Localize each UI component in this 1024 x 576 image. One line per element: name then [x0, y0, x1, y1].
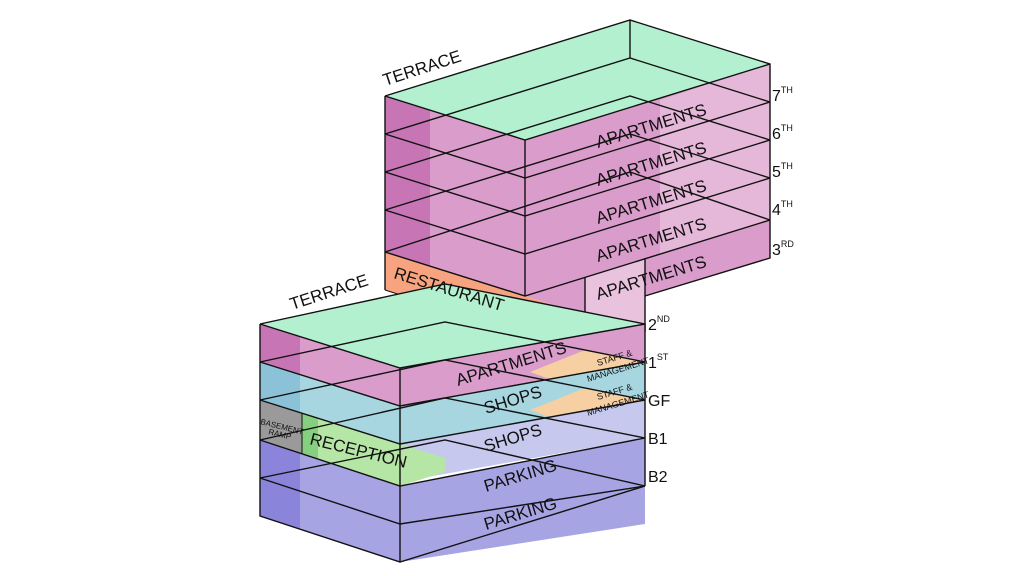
shops-b1-side [400, 400, 645, 482]
floor-label-7: 7TH [772, 85, 793, 105]
floor-label-2: 2ND [648, 314, 670, 334]
reception-zone [302, 413, 445, 486]
upper-terrace-roof [385, 20, 770, 140]
floor-label-4: 4TH [772, 199, 793, 219]
floor-label-6: 6TH [772, 123, 793, 143]
reception-dark [302, 413, 318, 460]
floor-label-3: 3RD [772, 239, 794, 259]
shops-gf-side [400, 362, 645, 444]
floor-label-b1: B1 [648, 431, 668, 448]
floor-label-b2: B2 [648, 469, 668, 486]
lower-apartments-shade [260, 324, 300, 375]
basement-ramp-zone [260, 400, 302, 454]
shops-gf-shade [260, 362, 300, 413]
upper-front-shade [385, 96, 430, 266]
parking-b1-shade [260, 440, 300, 491]
second-floor-light [585, 258, 645, 332]
floor-labels: 7TH 6TH 5TH 4TH 3RD 2ND 1ST GF B1 B2 [648, 85, 794, 486]
lower-block [259, 283, 646, 563]
lower-apartments-side [400, 324, 645, 406]
parking-b2-shade [260, 478, 300, 529]
floor-label-5: 5TH [772, 161, 793, 181]
floor-label-gf: GF [648, 393, 670, 410]
parking-b1-side [400, 438, 645, 524]
upper-block [384, 19, 771, 335]
upper-side-light [660, 64, 770, 254]
floor-label-1: 1ST [648, 352, 669, 372]
